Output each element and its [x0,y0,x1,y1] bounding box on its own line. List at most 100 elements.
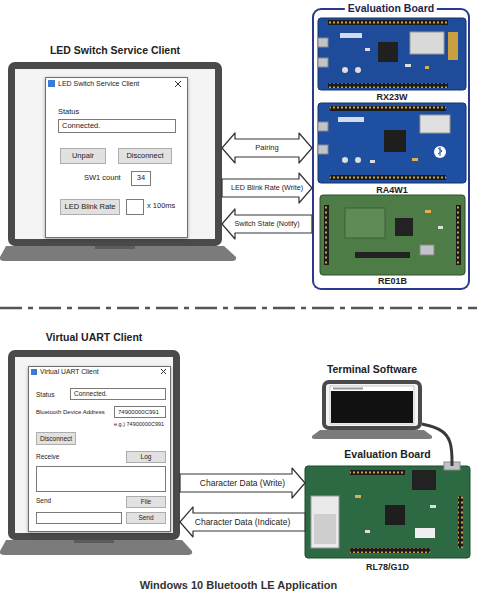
board-name: RE01B [378,276,407,286]
board-name: RX23W [376,92,407,102]
board-photo: RA4W1 [318,103,466,183]
button-label: Unpair [72,152,94,161]
window-title: LED Switch Service Client [58,80,139,88]
field-value: Connected. [62,122,100,131]
component [365,48,370,51]
fpc-connector [355,252,410,258]
laptop-base [0,246,236,261]
field-label: Status [36,391,54,398]
component [425,66,429,69]
button-label: LED Blink Rate [65,203,116,212]
mcu-chip [378,42,398,62]
rf-module [420,115,450,133]
field-label: Send [36,497,51,504]
text-box: Connected. [70,388,166,400]
silkscreen-logo [340,33,362,38]
window-icon [31,369,37,375]
antenna [448,32,458,60]
send-input [37,513,122,524]
pin-header [458,496,463,548]
block-arrow [180,468,305,498]
rf-module [311,496,339,548]
pcb [318,103,466,183]
empty-input [127,200,144,215]
usb-connector [318,145,328,154]
laptop-screen: Connected.74900000C991DisconnectLogFileS… [8,350,180,540]
board-name: RA4W1 [376,185,408,195]
app-window: Connected.74900000C991DisconnectLogFileS… [28,366,171,532]
field-value: 74900000C991 [118,409,159,416]
block-arrow [222,173,312,203]
usb-connector [420,245,434,255]
button-label: Disconnect [126,152,163,161]
hint-text: e.g.) 74900000C991 [114,421,164,427]
sensor-area [345,208,385,238]
section-heading: Virtual UART Client [46,331,143,343]
button: Unpair [60,148,106,164]
pin-header [330,175,446,180]
pin-header [456,205,461,265]
text-box: 34 [131,171,151,186]
unit-label: x 100ms [147,202,175,211]
component [405,64,411,67]
button: Log [126,451,166,463]
usb-cable [422,424,452,466]
button-label: Log [141,453,152,460]
usb-connector [318,58,328,67]
component [425,210,431,213]
dc-jack [412,470,436,490]
component [438,226,443,229]
laptop-base [0,540,192,555]
terminal-console [331,391,413,423]
field-label: Receive [36,453,59,460]
usb-connector [318,38,328,47]
pcb [320,195,465,275]
close-symbol [161,369,166,374]
board-photo: Evaluation BoardRL78/G1D [305,466,470,558]
field-label: Bluetooth Device Address [36,409,105,416]
laptop-hinge [95,246,135,249]
section-separator [0,307,477,310]
pin-header [328,20,448,25]
field-value: 34 [137,174,145,183]
bluetooth-logo [434,146,446,158]
pcb [318,18,466,90]
pcb [305,466,470,558]
section-heading: Evaluation Board [344,448,430,460]
board-photo: RX23W [318,18,466,90]
button: LED Blink Rate [60,199,120,215]
board-photo: RE01B [320,195,465,275]
push-button [355,67,361,73]
text-box: Connected. [58,119,176,133]
bluetooth-logo [438,147,442,156]
terminal-window [330,386,414,424]
button: Disconnect [36,432,76,445]
pin-header [324,205,329,265]
window-title: Virtual UART Client [40,368,99,376]
laptop-base [312,430,432,439]
field-label: SW1 count [84,174,121,183]
button-label: Disconnect [40,435,72,442]
pin-header [328,83,448,88]
component [365,530,370,533]
field-value: Connected. [74,390,107,397]
push-button [342,157,348,163]
receive-area [37,467,166,492]
button: Disconnect [118,148,172,164]
block-arrow [222,133,312,163]
board-group-frame: RX23WRA4W1RE01BEvaluation Board [312,8,470,290]
module-shield [314,514,336,544]
button: Send [126,512,166,524]
group-heading: Evaluation Board [345,2,437,14]
push-button [355,157,361,163]
close-symbol [175,81,181,87]
board-name: RL78/G1D [366,562,409,572]
component [412,158,418,161]
block-arrow [180,507,305,537]
button-label: Send [138,514,153,521]
mcu-chip [395,218,413,236]
pin-header [330,106,446,111]
laptop-hinge [74,540,114,543]
laptop-screen: Terminal Software [322,380,422,430]
